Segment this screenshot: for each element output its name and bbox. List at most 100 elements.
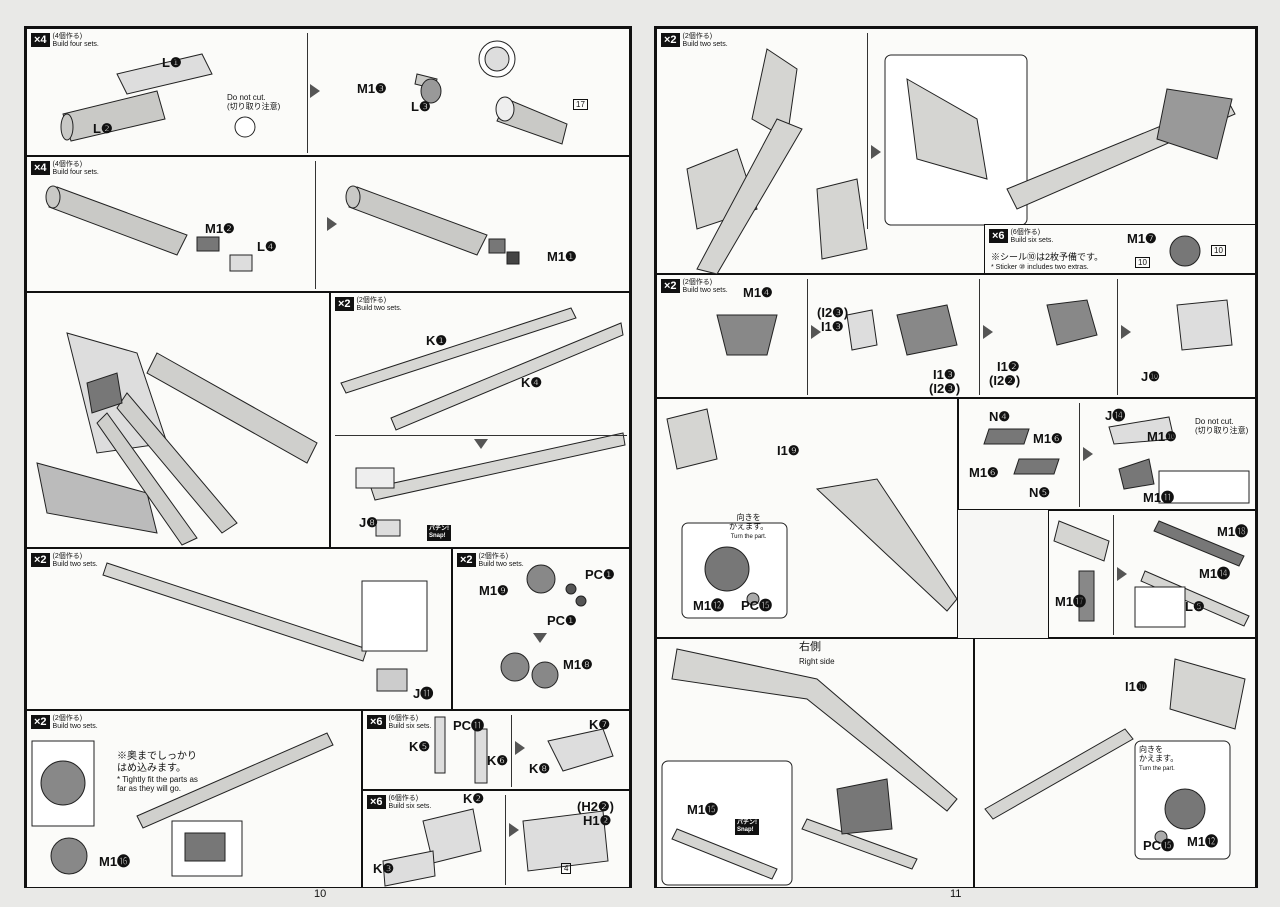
cylinder-assembly-illustration [60,40,568,145]
step-panel-l-cylinder: ×4 (4個作る)Build four sets. L❶ L❷ Do not c… [26,28,630,156]
part-label: L❸ [411,99,431,114]
divider [1079,403,1080,507]
n-part-illustration [983,416,1250,504]
part-label: J⓮ [1105,408,1126,423]
step-arrow [327,217,337,231]
snap-badge: パチン!Snap! [735,819,759,835]
step-arrow [1121,325,1131,339]
part-label: I1❷ [997,359,1020,374]
left-wing-illustration [984,658,1246,860]
cap-assembly-illustration [45,185,520,272]
part-label: K❼ [589,717,611,732]
multiplier-badge: ×6 [989,229,1008,243]
completed-illustration-panel [26,292,330,548]
step-panel-m19: ×2 (2個作る)Build two sets. PC❶ M1❾ PC❶ M1❽ [452,548,630,710]
sticker-note-en: * Sticker ⑩ includes two extras. [991,264,1089,271]
part-label: (I2❷) [989,373,1021,388]
step-panel-j-rail: ×2 (2個作る)Build two sets. J⓫ [26,548,452,710]
part-label: L❹ [257,239,277,254]
part-label: PC❶ [585,567,615,582]
part-label: M1❾ [479,583,509,598]
build-jp: (2個作る) [682,279,713,286]
rail-joint-illustration [31,732,334,877]
build-en: Build two sets. [682,41,728,48]
part-label: I1❸ [933,367,956,382]
part-label: N❹ [989,409,1011,424]
step-panel-k2: ×6 (6個作る)Build six sets. K❷ K❸ (H2❷) H1❷… [362,790,630,888]
step-panel-m14: ×2 (2個作る)Build two sets. M1❹ (I2❸) I1❸ I… [656,274,1256,398]
long-rail-illustration [102,562,428,692]
build-jp: (2個作る) [478,553,509,560]
step-panel-n4: N❹ M1❻ M1❻ N❺ J⓮ M1❿ M1⓫ Do not cut.(切り取… [958,398,1256,510]
build-jp: (2個作る) [356,297,387,304]
part-label: K❺ [409,739,431,754]
step-header: ×2 (2個作る)Build two sets. [31,553,98,569]
divider [807,279,808,395]
step-panel-right-side: 右側 Right side M1⓯ パチン!Snap! [656,638,974,888]
step-header: ×2 (2個作る)Build two sets. [661,279,728,295]
step-arrow [509,823,519,837]
page-number-left: 10 [314,888,327,900]
step-arrow [533,633,547,643]
part-label: I1❸ [821,319,844,334]
frame-rail-illustration [340,307,626,537]
thruster-illustration [716,299,1233,356]
part-label: K❷ [463,791,485,806]
bracket-assembly-illustration [382,808,609,887]
step-panel-m1-cap: ×4 (4個作る)Build four sets. M1❷ L❹ M1❶ [26,156,630,292]
divider [335,435,627,436]
build-en: Build four sets. [52,169,99,176]
part-label: K❶ [426,333,448,348]
step-arrow [871,145,881,159]
part-label: (I2❸) [817,305,849,320]
step-panel-k5: ×6 (6個作る)Build six sets. PC⓫ K❺ K❻ K❼ K❽ [362,710,630,790]
part-label: H1❷ [583,813,612,828]
wing-joint-illustration [666,408,958,619]
part-label: M1❽ [563,657,593,672]
step-panel-m17: ×6 (6個作る)Build six sets. ※シール⑩は2枚予備です。 *… [984,224,1256,274]
build-en: Build six sets. [388,803,432,810]
step-arrow [811,325,821,339]
part-label: M1⓰ [99,854,131,869]
part-label: K❽ [529,761,551,776]
build-jp: (2個作る) [52,715,83,722]
part-label: J❿ [1141,369,1160,384]
sticker-ref: 17 [573,99,588,110]
multiplier-badge: ×6 [367,795,386,809]
snap-badge: パチン!Snap! [427,525,451,541]
step-arrow [474,439,488,449]
part-label: M1⓯ [687,802,719,817]
multiplier-badge: ×2 [31,715,50,729]
multiplier-badge: ×2 [457,553,476,567]
tight-fit-jp: ※奥までしっかりはめ込みます。 [117,751,197,774]
sticker-ref: 10 [1135,257,1150,268]
part-label: M1❻ [1033,431,1063,446]
part-label: K❹ [521,375,543,390]
part-label: J❽ [359,515,378,530]
right-wing-illustration [661,648,958,886]
divider [1117,279,1118,395]
step-arrow [983,325,993,339]
divider [307,33,308,153]
build-en: Build six sets. [388,723,432,730]
step-panel-i19: I1❾ 向きをかえます。Turn the part. M1⓬ PC⓯ [656,398,958,638]
step-panel-l5: M1⓱ M1⓲ M1⓮ L❺ [1048,510,1256,638]
part-label: L❷ [93,121,113,136]
do-not-cut-note: Do not cut.(切り取り注意) [1195,417,1249,435]
part-label: M1⓬ [1187,834,1219,849]
do-not-cut-note: Do not cut.(切り取り注意) [227,93,281,111]
part-label: M1⓫ [1143,490,1175,505]
step-panel-m16: ×2 (2個作る)Build two sets. ※奥までしっかりはめ込みます。… [26,710,362,888]
part-label: PC⓫ [453,718,485,733]
part-label: M1⓲ [1217,524,1249,539]
build-jp: (2個作る) [52,553,83,560]
part-label: M1❸ [357,81,387,96]
bracket-illustration [434,716,614,784]
step-header: ×2 (2個作る)Build two sets. [661,33,728,49]
multiplier-badge: ×2 [335,297,354,311]
multiplier-badge: ×4 [31,161,50,175]
multiplier-badge: ×4 [31,33,50,47]
step-header: ×6 (6個作る)Build six sets. [367,715,431,731]
part-label: M1❿ [1147,429,1177,444]
